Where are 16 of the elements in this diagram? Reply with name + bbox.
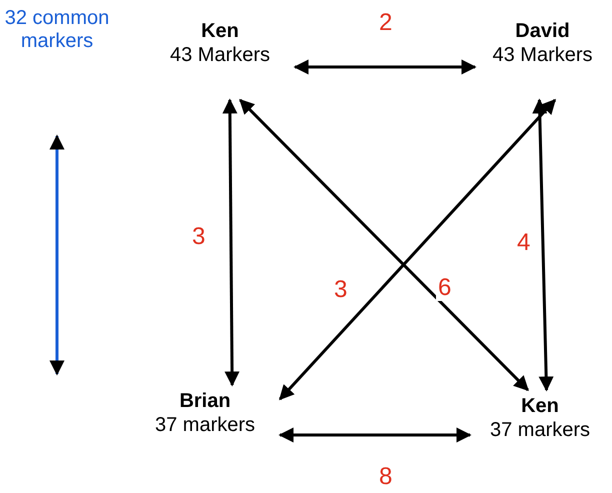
edge-label: 6: [436, 275, 454, 301]
double-arrow: [532, 98, 554, 392]
marker-count: 37 markers: [490, 418, 590, 442]
double-arrow: [278, 98, 556, 400]
person-name: David: [515, 19, 570, 43]
person-name: Ken: [201, 19, 239, 43]
marker-count: 37 markers: [154, 413, 256, 437]
double-arrow: [294, 60, 476, 74]
marker-count: 43 Markers: [492, 43, 593, 67]
note-text: 32 common markers: [4, 7, 110, 53]
person-name: Brian: [179, 389, 231, 413]
person-name: Ken: [521, 394, 559, 418]
double-arrow: [239, 98, 529, 392]
double-arrow: [278, 428, 472, 442]
double-arrow: [222, 98, 240, 386]
marker-count: 43 Markers: [170, 43, 270, 67]
